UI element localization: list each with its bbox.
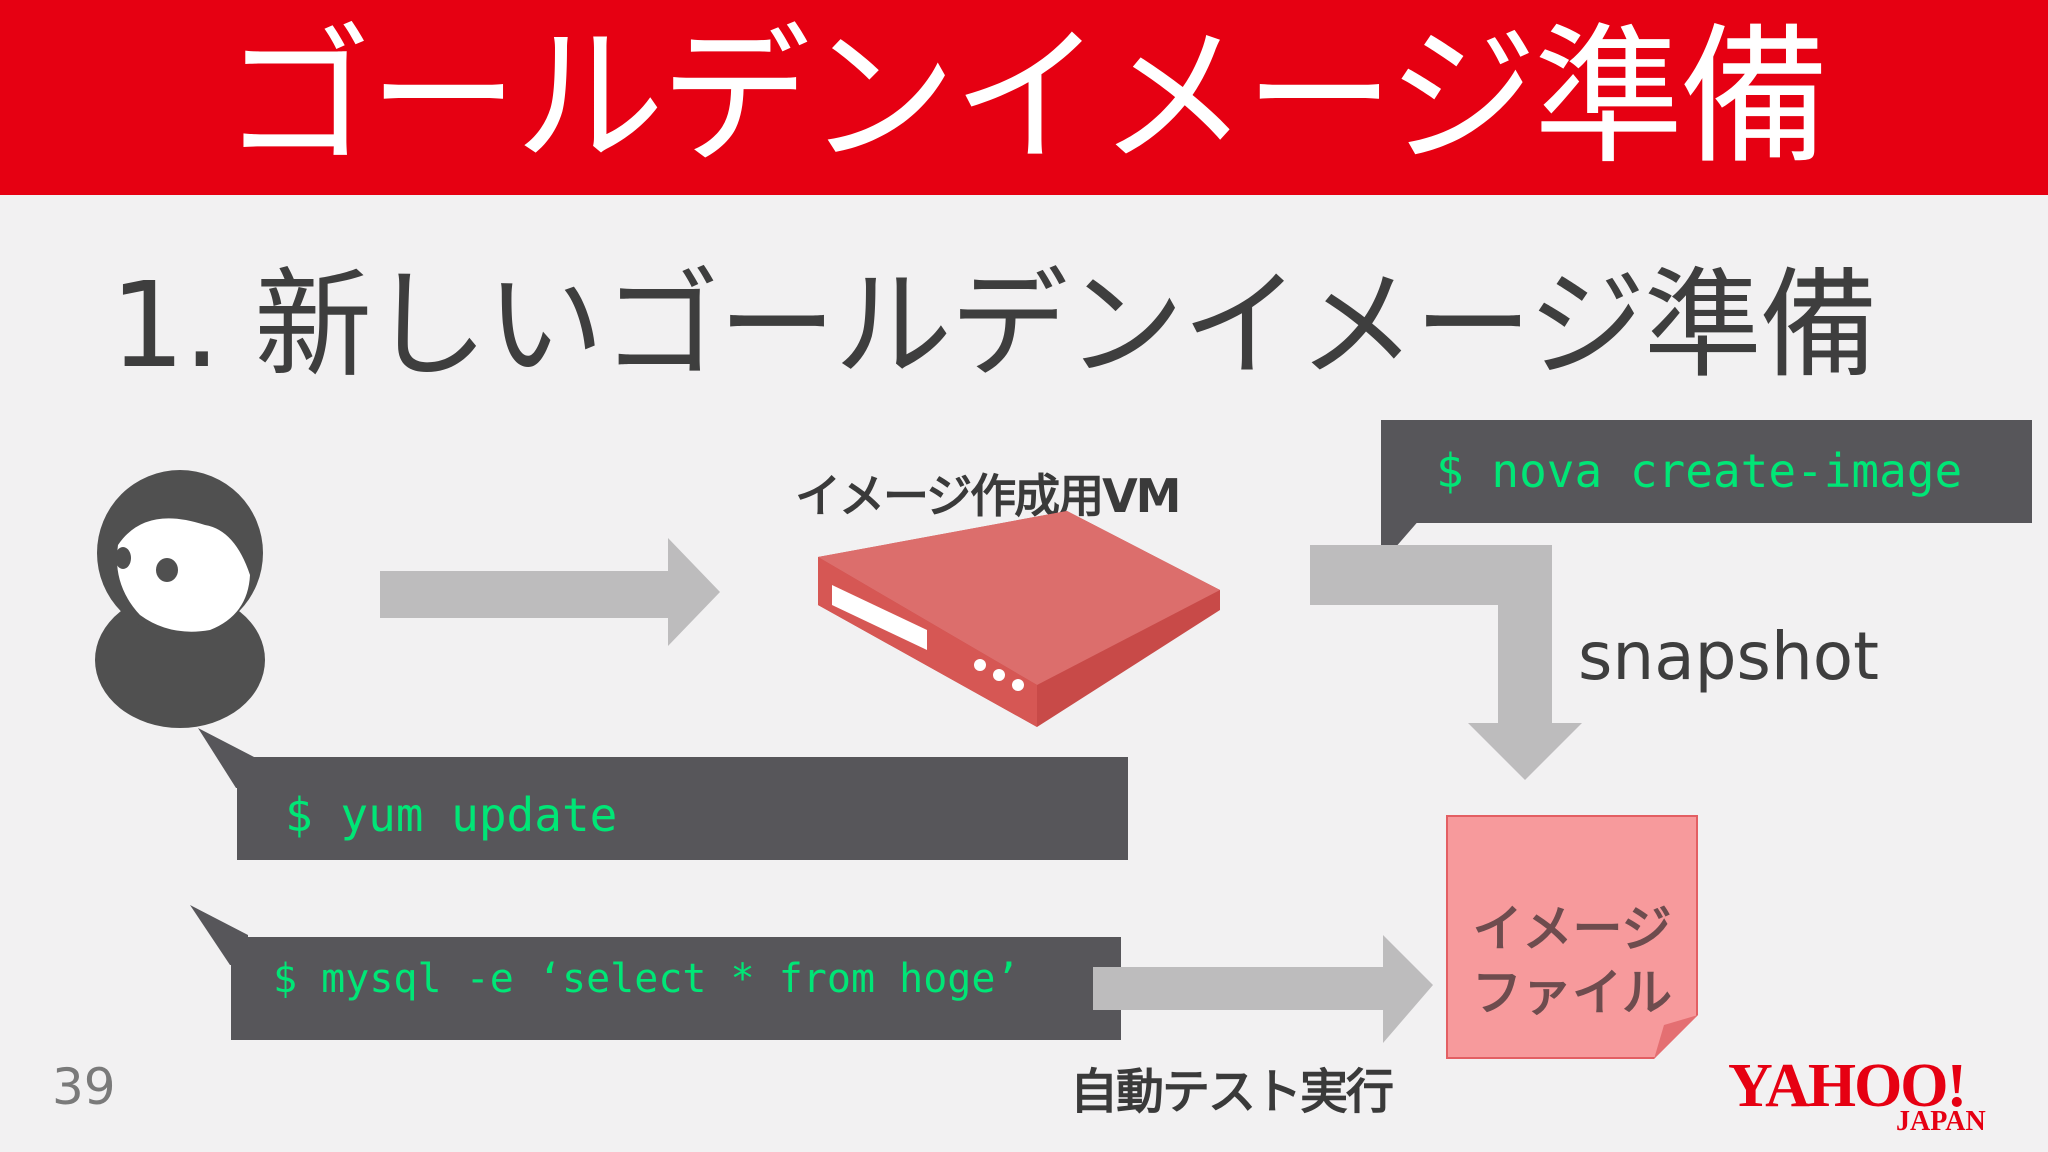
folded-corner-icon [1654,1015,1698,1059]
arrow-right-icon [1093,935,1433,1043]
mysql-command-box: $ mysql -e ‘select * from hoge’ [231,937,1121,1040]
logo-main-text: YAHOO! [1728,1052,1967,1120]
yum-command-box: $ yum update [237,757,1128,860]
arrow-right-icon [380,538,720,646]
nova-command-box: $ nova create-image [1381,420,2032,523]
server-icon [818,511,1220,727]
image-file-note: イメージ ファイル [1446,815,1698,1059]
slide-subtitle: 1. 新しいゴールデンイメージ準備 [110,256,1878,394]
person-icon [95,470,265,728]
snapshot-arrow-icon [1310,545,1582,780]
page-number: 39 [52,1058,116,1116]
logo-sub-text: JAPAN [1896,1106,1986,1137]
vm-label: イメージ作成用VM [795,469,1181,523]
yum-command-text: $ yum update [285,788,618,842]
mysql-command-text: $ mysql -e ‘select * from hoge’ [273,956,1020,1002]
slide-title: ゴールデンイメージ準備 [222,11,1829,185]
image-file-label-line2: ファイル [1472,964,1672,1022]
nova-command-text: $ nova create-image [1436,444,1963,498]
auto-test-label: 自動テスト実行 [1070,1064,1394,1120]
yahoo-japan-logo: YAHOO! JAPAN [1728,1055,2028,1137]
snapshot-label: snapshot [1578,618,1880,695]
header-bar: ゴールデンイメージ準備 [0,0,2048,195]
image-file-label-line1: イメージ [1472,900,1672,958]
